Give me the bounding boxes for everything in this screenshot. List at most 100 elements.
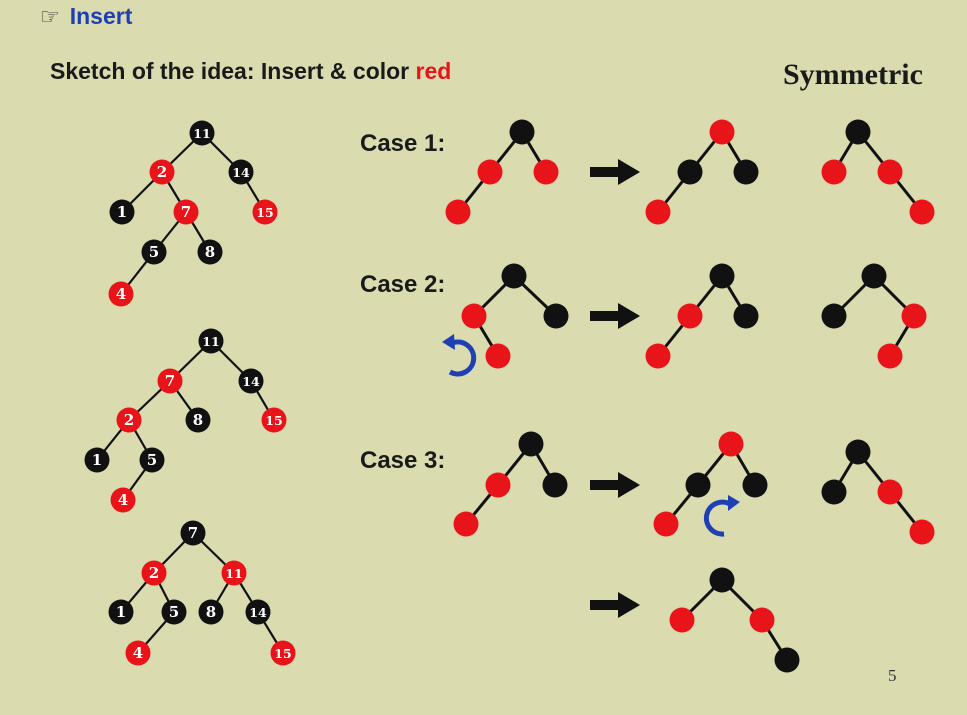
tree-node-7: 7 xyxy=(157,368,183,394)
node-circle xyxy=(149,159,175,185)
case-node-black xyxy=(543,303,569,329)
tree-node-15: 15 xyxy=(261,407,287,433)
case-node-black xyxy=(709,263,735,289)
node-circle xyxy=(252,199,278,225)
node-key: 15 xyxy=(265,413,282,428)
node-key: 5 xyxy=(169,603,179,621)
pointing-hand-icon: ☞ xyxy=(40,5,60,30)
case-tree-c1-before xyxy=(445,119,559,225)
tree-node-11: 11 xyxy=(189,120,215,146)
case-node-black xyxy=(733,303,759,329)
case-node-red xyxy=(709,119,735,145)
node-key: 7 xyxy=(181,203,191,221)
rotate-arc xyxy=(703,499,732,537)
case-3-label: Case 3: xyxy=(360,447,446,474)
node-circle xyxy=(228,159,254,185)
node-key: 11 xyxy=(202,334,219,349)
case-tree-c3-symmetric xyxy=(821,439,935,545)
node-circle xyxy=(238,368,264,394)
case-node-black xyxy=(509,119,535,145)
node-key: 8 xyxy=(193,411,203,429)
node-key: 14 xyxy=(242,374,260,389)
tree-node-15: 15 xyxy=(270,640,296,666)
case-node-red xyxy=(877,479,903,505)
case-node-red xyxy=(677,303,703,329)
tree-node-5: 5 xyxy=(161,599,187,625)
node-key: 14 xyxy=(232,165,250,180)
counterclockwise-rotate-icon xyxy=(442,334,477,377)
node-circle xyxy=(180,520,206,546)
tree-node-4: 4 xyxy=(125,640,151,666)
case-node-red xyxy=(877,159,903,185)
case-node-red xyxy=(485,343,511,369)
slide-heading: ☞ Insert xyxy=(40,3,132,30)
case-tree-c2-symmetric xyxy=(821,263,927,369)
case-node-black xyxy=(774,647,800,673)
slide-subtitle: Sketch of the idea: Insert & color red xyxy=(50,58,451,85)
tree-node-2: 2 xyxy=(116,407,142,433)
node-circle xyxy=(270,640,296,666)
rotate-arrowhead xyxy=(442,334,455,350)
tree-node-14: 14 xyxy=(238,368,264,394)
node-key: 15 xyxy=(274,646,291,661)
tree-node-1: 1 xyxy=(84,447,110,473)
page-number: 5 xyxy=(888,666,897,685)
case-tree-c2-before xyxy=(461,263,569,369)
case-node-black xyxy=(821,479,847,505)
right-arrow-icon-2 xyxy=(590,303,640,329)
node-circle xyxy=(125,640,151,666)
case-node-red xyxy=(645,199,671,225)
tree-node-15: 15 xyxy=(252,199,278,225)
case-node-red xyxy=(653,511,679,537)
node-key: 14 xyxy=(249,605,267,620)
tree-node-1: 1 xyxy=(109,199,135,225)
node-circle xyxy=(108,599,134,625)
case-node-black xyxy=(501,263,527,289)
node-key: 5 xyxy=(147,451,157,469)
node-circle xyxy=(185,407,211,433)
node-circle xyxy=(197,239,223,265)
node-circle xyxy=(173,199,199,225)
case-node-black xyxy=(845,439,871,465)
case-node-black xyxy=(685,472,711,498)
tree-node-2: 2 xyxy=(149,159,175,185)
case-node-red xyxy=(909,519,935,545)
case-node-black xyxy=(518,431,544,457)
node-key: 7 xyxy=(165,372,175,390)
case-node-red xyxy=(821,159,847,185)
node-circle xyxy=(116,407,142,433)
case-node-red xyxy=(718,431,744,457)
case-tree-c1-symmetric xyxy=(821,119,935,225)
case-tree-c3-after xyxy=(653,431,768,537)
node-circle xyxy=(139,447,165,473)
node-key: 1 xyxy=(116,603,126,621)
node-key: 2 xyxy=(149,564,159,582)
node-circle xyxy=(157,368,183,394)
case-node-black xyxy=(542,472,568,498)
case-node-red xyxy=(533,159,559,185)
symmetric-label: Symmetric xyxy=(783,58,923,91)
node-key: 4 xyxy=(133,644,143,662)
node-circle xyxy=(141,239,167,265)
case-node-red xyxy=(477,159,503,185)
subtitle-prefix: Sketch of the idea: Insert & color xyxy=(50,58,416,84)
node-key: 11 xyxy=(225,566,242,581)
case-node-red xyxy=(901,303,927,329)
case-node-red xyxy=(453,511,479,537)
node-circle xyxy=(198,599,224,625)
node-circle xyxy=(109,199,135,225)
clockwise-rotate-icon xyxy=(703,495,740,537)
case-node-black xyxy=(861,263,887,289)
case-node-black xyxy=(821,303,847,329)
right-arrow-icon-4 xyxy=(590,592,640,618)
case-node-red xyxy=(669,607,695,633)
tree-node-1: 1 xyxy=(108,599,134,625)
node-key: 7 xyxy=(188,524,198,542)
case-tree-c3-rotated xyxy=(669,567,800,673)
node-key: 5 xyxy=(149,243,159,261)
heading-text: Insert xyxy=(69,3,133,29)
tree-node-14: 14 xyxy=(228,159,254,185)
